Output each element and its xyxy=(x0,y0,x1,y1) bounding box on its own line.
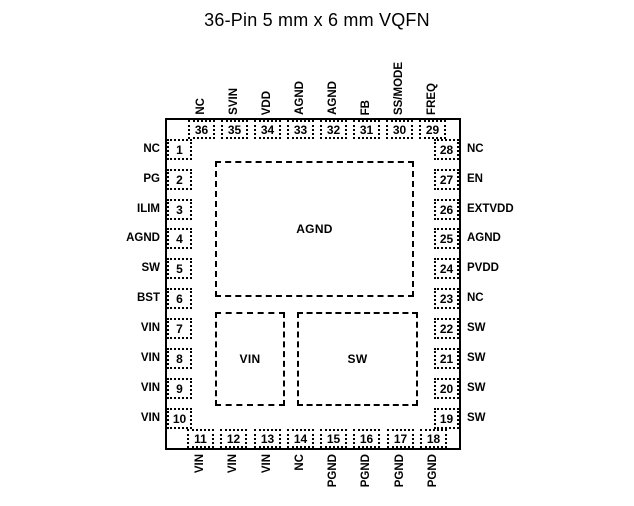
pin-label-21: SW xyxy=(467,352,486,364)
pin-label-22: SW xyxy=(467,322,486,334)
pad-sw: SW xyxy=(297,312,418,406)
pin-box-7: 7 xyxy=(167,318,192,339)
pin-box-17: 17 xyxy=(387,429,414,448)
pin-box-8: 8 xyxy=(167,348,192,369)
pin-label-15: PGND xyxy=(327,454,339,488)
pin-label-6: BST xyxy=(137,292,160,304)
pin-box-16: 16 xyxy=(353,429,380,448)
pin-label-19: SW xyxy=(467,412,486,424)
pin-box-4: 4 xyxy=(167,228,192,249)
pin-box-34: 34 xyxy=(254,120,281,139)
pin-label-3: ILIM xyxy=(137,203,160,215)
pad-vin: VIN xyxy=(215,312,285,406)
pin-box-26: 26 xyxy=(434,199,459,220)
pin-label-33: AGND xyxy=(294,81,306,115)
pin-label-35: SVIN xyxy=(228,88,240,115)
pin-label-36: NC xyxy=(195,98,207,115)
pin-label-29: FREQ xyxy=(426,83,438,115)
pin-label-30: SS/MODE xyxy=(393,61,405,115)
pin-box-23: 23 xyxy=(434,288,459,309)
pin-box-20: 20 xyxy=(434,378,459,399)
pin-box-27: 27 xyxy=(434,169,459,190)
pin-label-20: SW xyxy=(467,382,486,394)
pin-label-5: SW xyxy=(141,262,160,274)
pin-box-5: 5 xyxy=(167,258,192,279)
pin-label-12: VIN xyxy=(227,454,239,474)
pin-label-23: NC xyxy=(467,292,484,304)
pin-label-34: VDD xyxy=(261,90,273,115)
pin-box-12: 12 xyxy=(220,429,247,448)
pin-box-24: 24 xyxy=(434,258,459,279)
pin-label-13: VIN xyxy=(261,454,273,474)
pin-box-36: 36 xyxy=(188,120,215,139)
pin-box-28: 28 xyxy=(434,139,459,160)
pin-box-19: 19 xyxy=(434,408,459,429)
pin-label-4: AGND xyxy=(126,232,160,244)
pin-label-9: VIN xyxy=(140,382,160,394)
pin-box-13: 13 xyxy=(254,429,281,448)
pin-label-32: AGND xyxy=(327,81,339,115)
pin-label-2: PG xyxy=(143,173,160,185)
pin-label-25: AGND xyxy=(467,232,501,244)
pin-box-30: 30 xyxy=(386,120,413,139)
pin-box-29: 29 xyxy=(419,120,446,139)
pin-box-6: 6 xyxy=(167,288,192,309)
pad-agnd: AGND xyxy=(215,161,414,297)
pin-box-2: 2 xyxy=(167,169,192,190)
pin-label-31: FB xyxy=(360,99,372,115)
pin-label-27: EN xyxy=(467,173,483,185)
pin-label-7: VIN xyxy=(140,322,160,334)
pin-box-18: 18 xyxy=(420,429,447,448)
pin-box-25: 25 xyxy=(434,228,459,249)
pin-label-17: PGND xyxy=(394,454,406,488)
pin-box-1: 1 xyxy=(167,139,192,160)
pin-box-11: 11 xyxy=(187,429,214,448)
pin-label-28: NC xyxy=(467,143,484,155)
pin-box-15: 15 xyxy=(320,429,347,448)
pin-box-33: 33 xyxy=(287,120,314,139)
pin-box-22: 22 xyxy=(434,318,459,339)
pin-box-32: 32 xyxy=(320,120,347,139)
pin-label-16: PGND xyxy=(360,454,372,488)
pin-label-24: PVDD xyxy=(467,262,499,274)
pin-label-26: EXTVDD xyxy=(467,203,514,215)
pin-box-31: 31 xyxy=(353,120,380,139)
pin-label-18: PGND xyxy=(427,454,439,488)
pin-label-14: NC xyxy=(294,454,306,471)
pin-box-21: 21 xyxy=(434,348,459,369)
pin-label-11: VIN xyxy=(194,454,206,474)
pin-box-14: 14 xyxy=(287,429,314,448)
pin-box-10: 10 xyxy=(167,408,192,429)
pin-box-9: 9 xyxy=(167,378,192,399)
pin-box-3: 3 xyxy=(167,199,192,220)
pin-box-35: 35 xyxy=(221,120,248,139)
diagram-title: 36-Pin 5 mm x 6 mm VQFN xyxy=(204,10,430,30)
pin-label-1: NC xyxy=(143,143,160,155)
pin-label-10: VIN xyxy=(140,412,160,424)
pin-label-8: VIN xyxy=(140,352,160,364)
